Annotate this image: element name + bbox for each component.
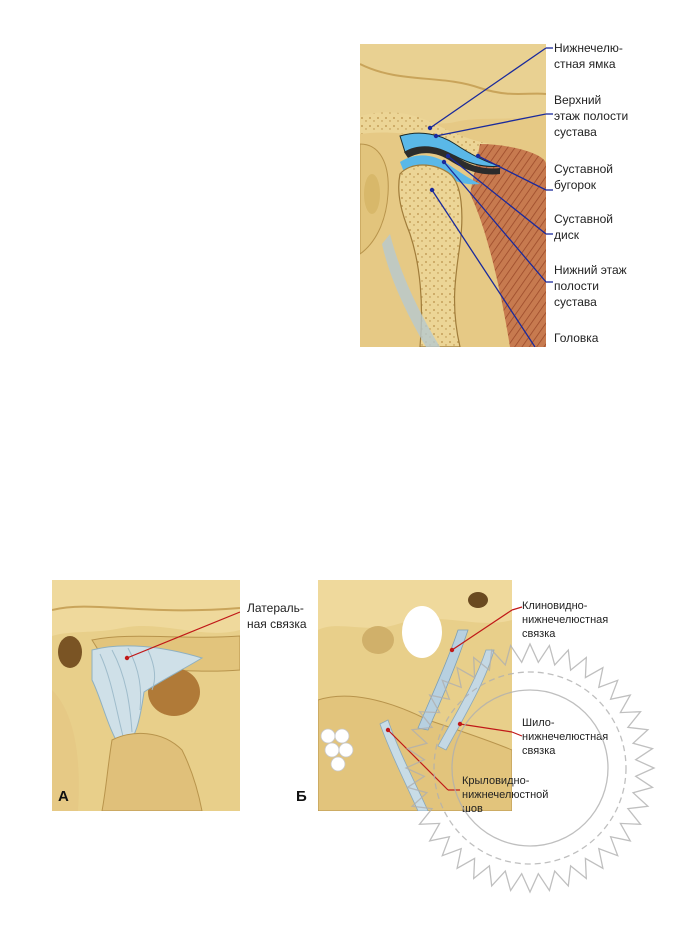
lateral-ligament-illustration (52, 580, 240, 811)
tmj-section-illustration (360, 44, 546, 347)
figure-a-lateral-ligament (52, 580, 240, 811)
panel-letter-b: Б (296, 788, 307, 805)
label-condyle-head: Головка (554, 331, 599, 345)
panel-letter-a: А (58, 788, 69, 805)
tmj-section-figure (360, 44, 546, 347)
leader-lines (429, 47, 546, 347)
label-mandibular-fossa: Нижнечелю-стная ямка (554, 41, 623, 71)
label-lateral-ligament: Латераль-ная связка (247, 601, 307, 631)
